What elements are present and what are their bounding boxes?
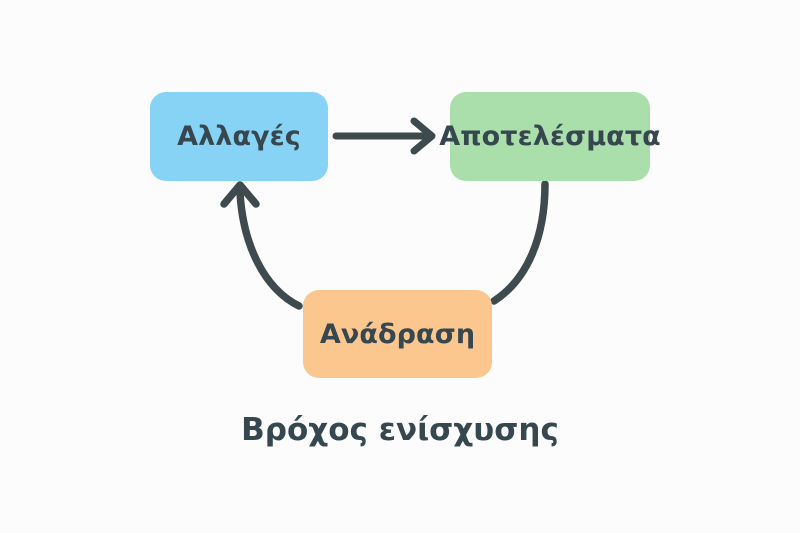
node-feedback[interactable]: Ανάδραση <box>303 290 492 378</box>
node-feedback-label: Ανάδραση <box>319 318 476 350</box>
node-results-label: Αποτελέσματα <box>439 121 661 152</box>
node-changes[interactable]: Αλλαγές <box>150 92 328 181</box>
diagram-caption: Βρόχος ενίσχυσης <box>241 412 559 448</box>
curved-connector-line <box>236 189 303 310</box>
arrowhead-up-icon <box>220 181 260 208</box>
node-results[interactable]: Αποτελέσματα <box>439 92 661 181</box>
connector-feedback-to-changes <box>220 181 303 310</box>
connector-changes-to-results <box>332 117 436 155</box>
curved-connector-line <box>490 180 549 305</box>
connector-results-to-feedback <box>490 180 549 305</box>
node-changes-label: Αλλαγές <box>177 121 301 152</box>
arrowhead-right-icon <box>410 117 436 155</box>
